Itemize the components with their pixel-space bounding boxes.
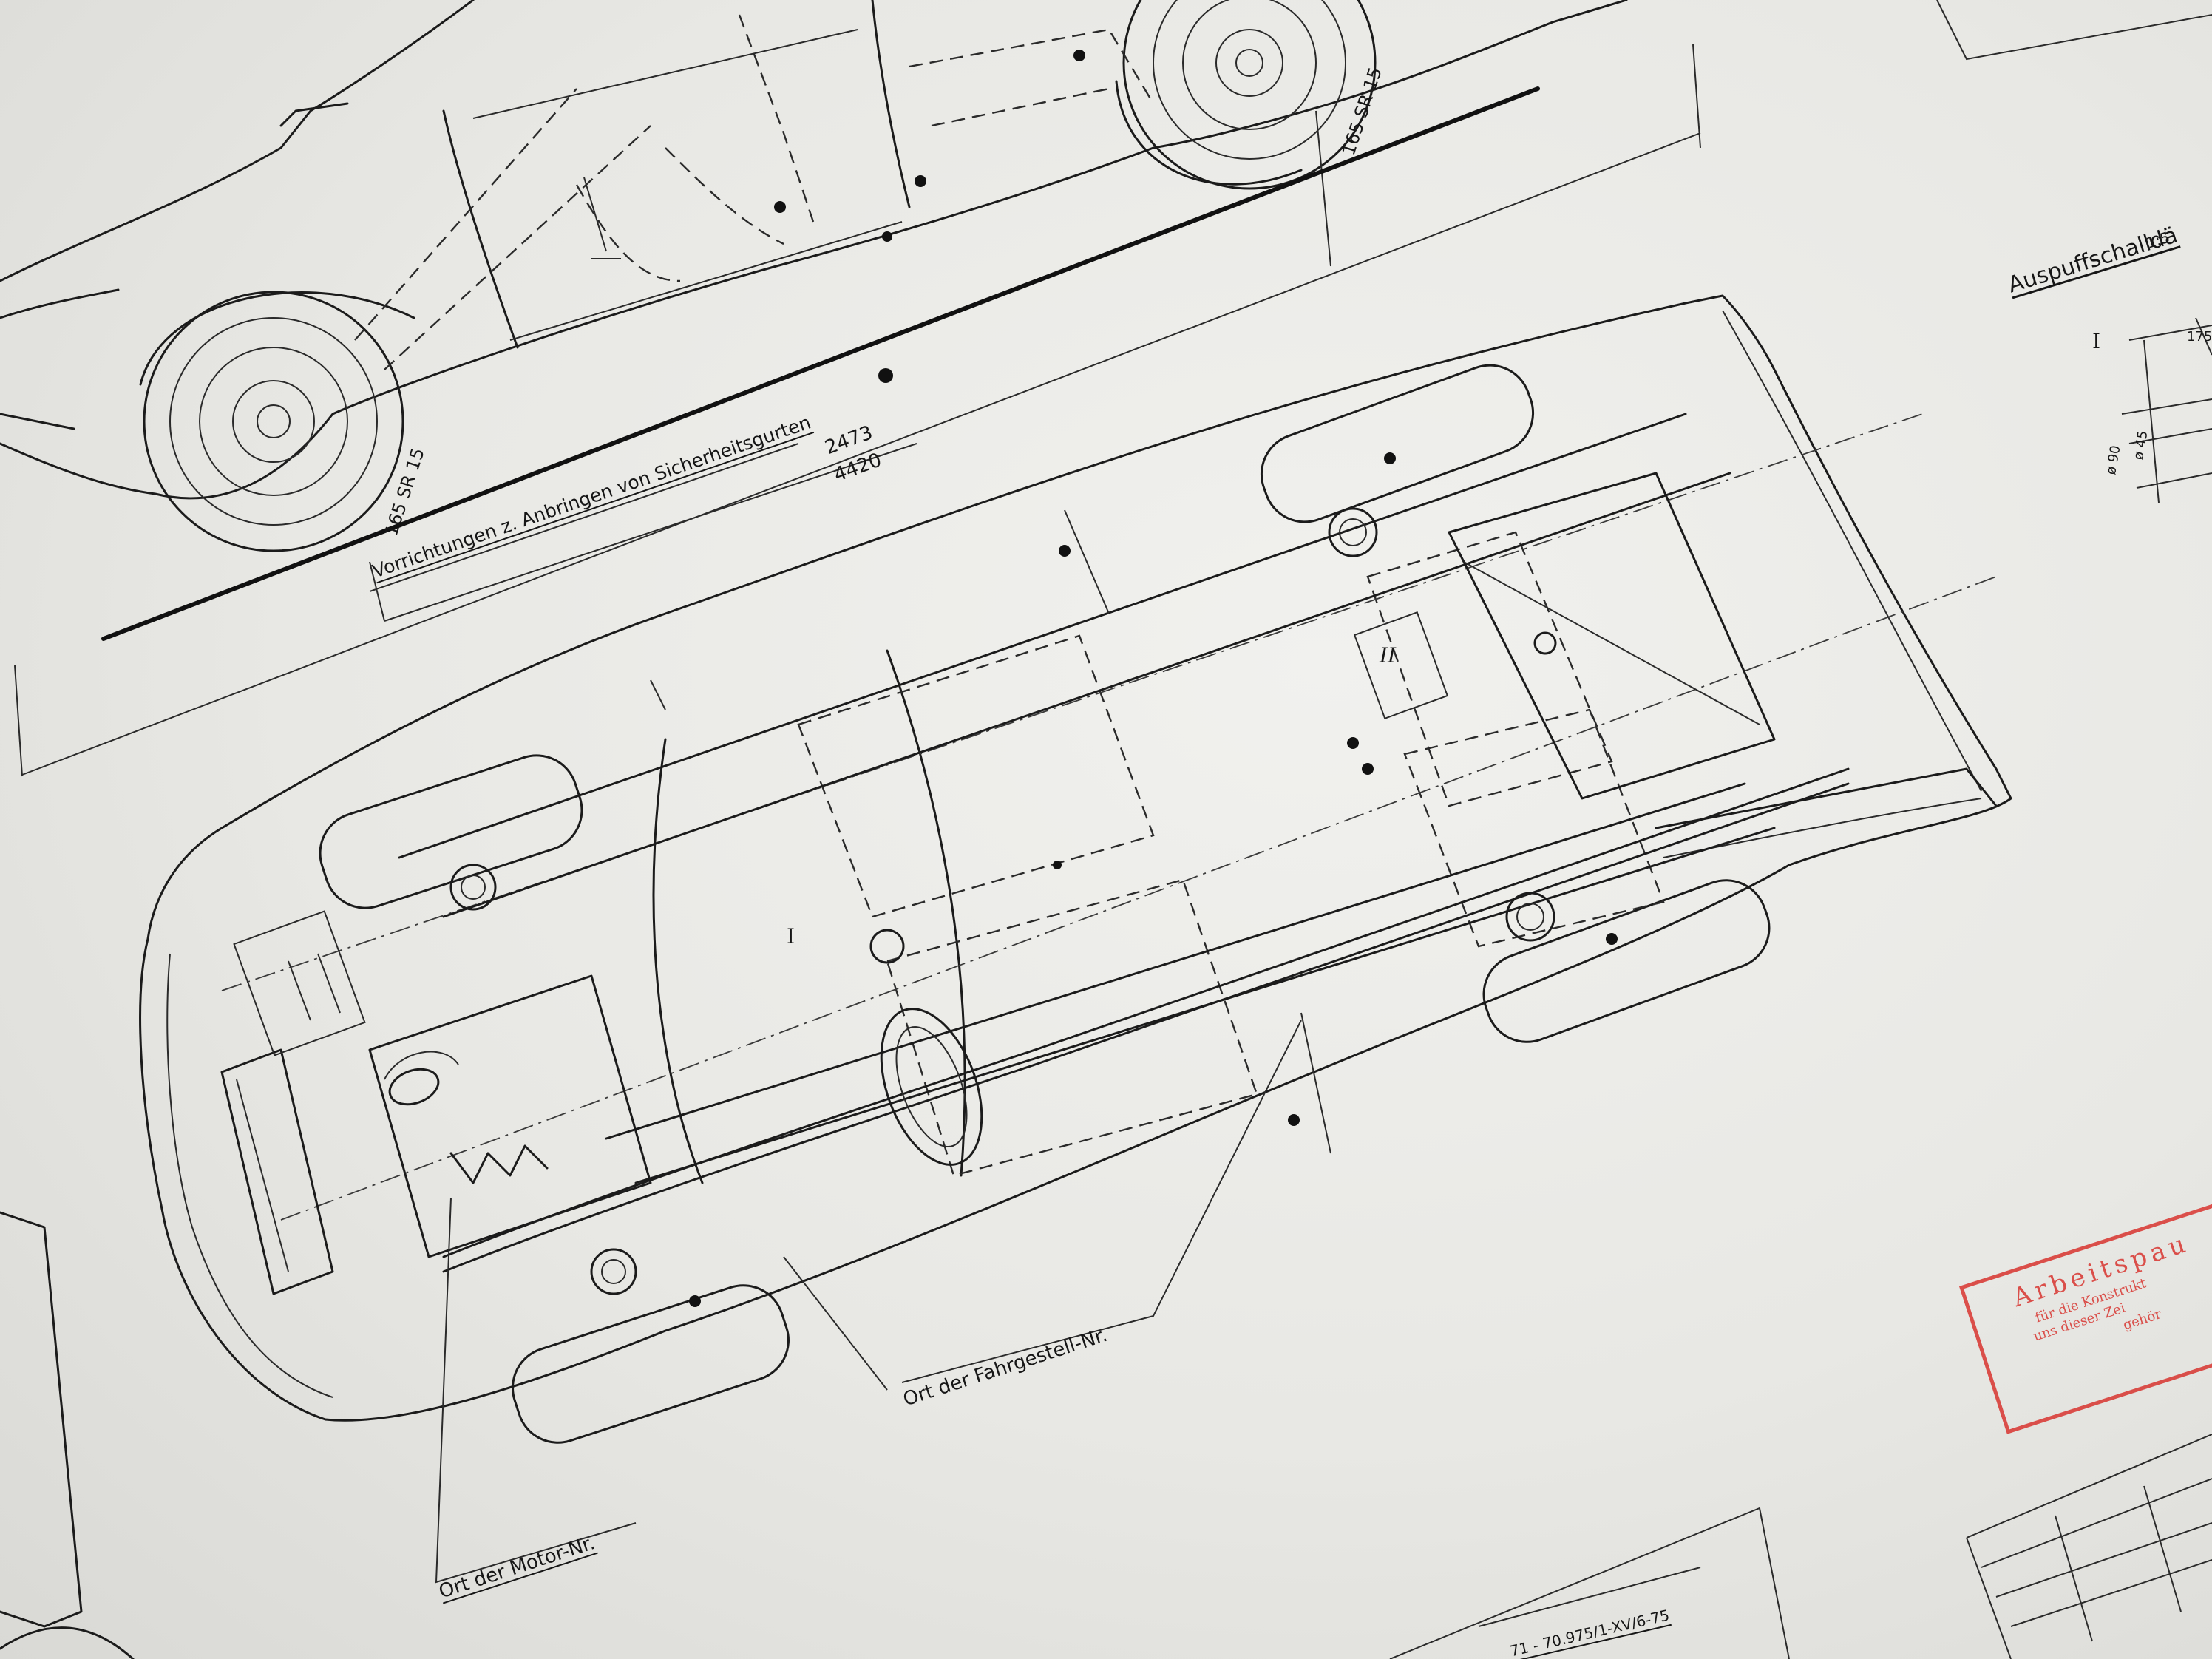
dimension-175: 175 (2187, 329, 2212, 345)
section-marker-i-body: I (787, 924, 795, 949)
muffler-detail (1936, 0, 2212, 503)
side-view-car (0, 0, 1701, 777)
underbody-plan-view (139, 294, 2012, 1584)
section-marker-ii-body: II (1380, 643, 1397, 668)
title-block (0, 1211, 2212, 1659)
section-marker-i-detail: I (2092, 329, 2101, 353)
